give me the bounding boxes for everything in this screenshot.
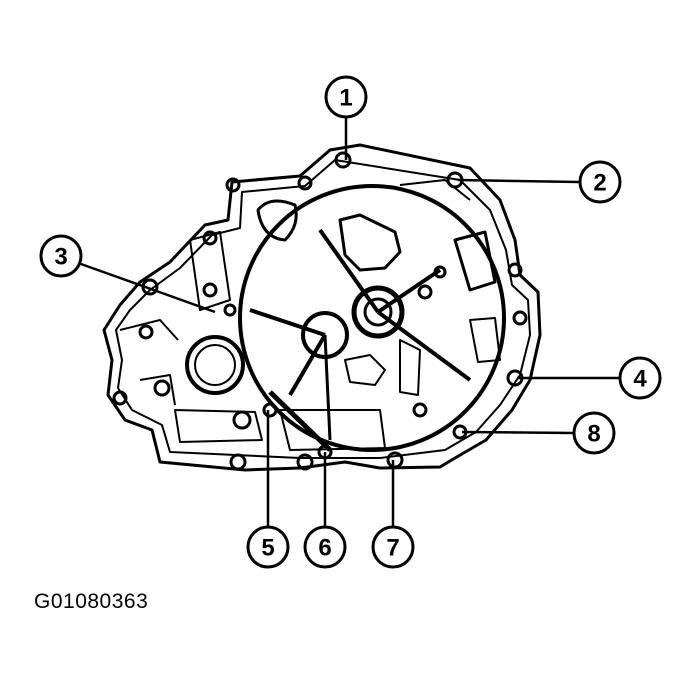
- figure-code: G01080363: [34, 590, 149, 613]
- callout-8-label: 8: [587, 421, 600, 448]
- callout-6: 6: [303, 525, 347, 569]
- leader-line-3: [80, 262, 216, 314]
- callout-3: 3: [39, 234, 83, 278]
- main-shaft-bore: [351, 285, 405, 339]
- callout-5: 5: [246, 525, 290, 569]
- case-inner-flange: [115, 159, 531, 459]
- callout-5-label: 5: [261, 535, 274, 562]
- bolt-holes: [112, 151, 528, 471]
- callout-1-label: 1: [339, 85, 352, 112]
- leader-lines: [80, 117, 620, 527]
- callout-7-label: 7: [386, 535, 399, 562]
- callout-6-label: 6: [318, 535, 331, 562]
- differential-bore: [185, 335, 245, 395]
- callout-3-label: 3: [54, 244, 67, 271]
- case-outer-outline: [102, 143, 542, 472]
- transaxle-case: [102, 143, 542, 472]
- callout-8: 8: [572, 411, 616, 455]
- callout-2: 2: [578, 160, 622, 204]
- callout-4: 4: [618, 356, 662, 400]
- leader-line-2: [457, 178, 580, 184]
- leader-line-8: [461, 430, 575, 435]
- bell-housing-bore: [238, 184, 506, 452]
- callout-7: 7: [371, 525, 415, 569]
- callout-2-label: 2: [593, 170, 606, 197]
- callout-1: 1: [324, 75, 368, 119]
- callout-4-label: 4: [633, 366, 647, 393]
